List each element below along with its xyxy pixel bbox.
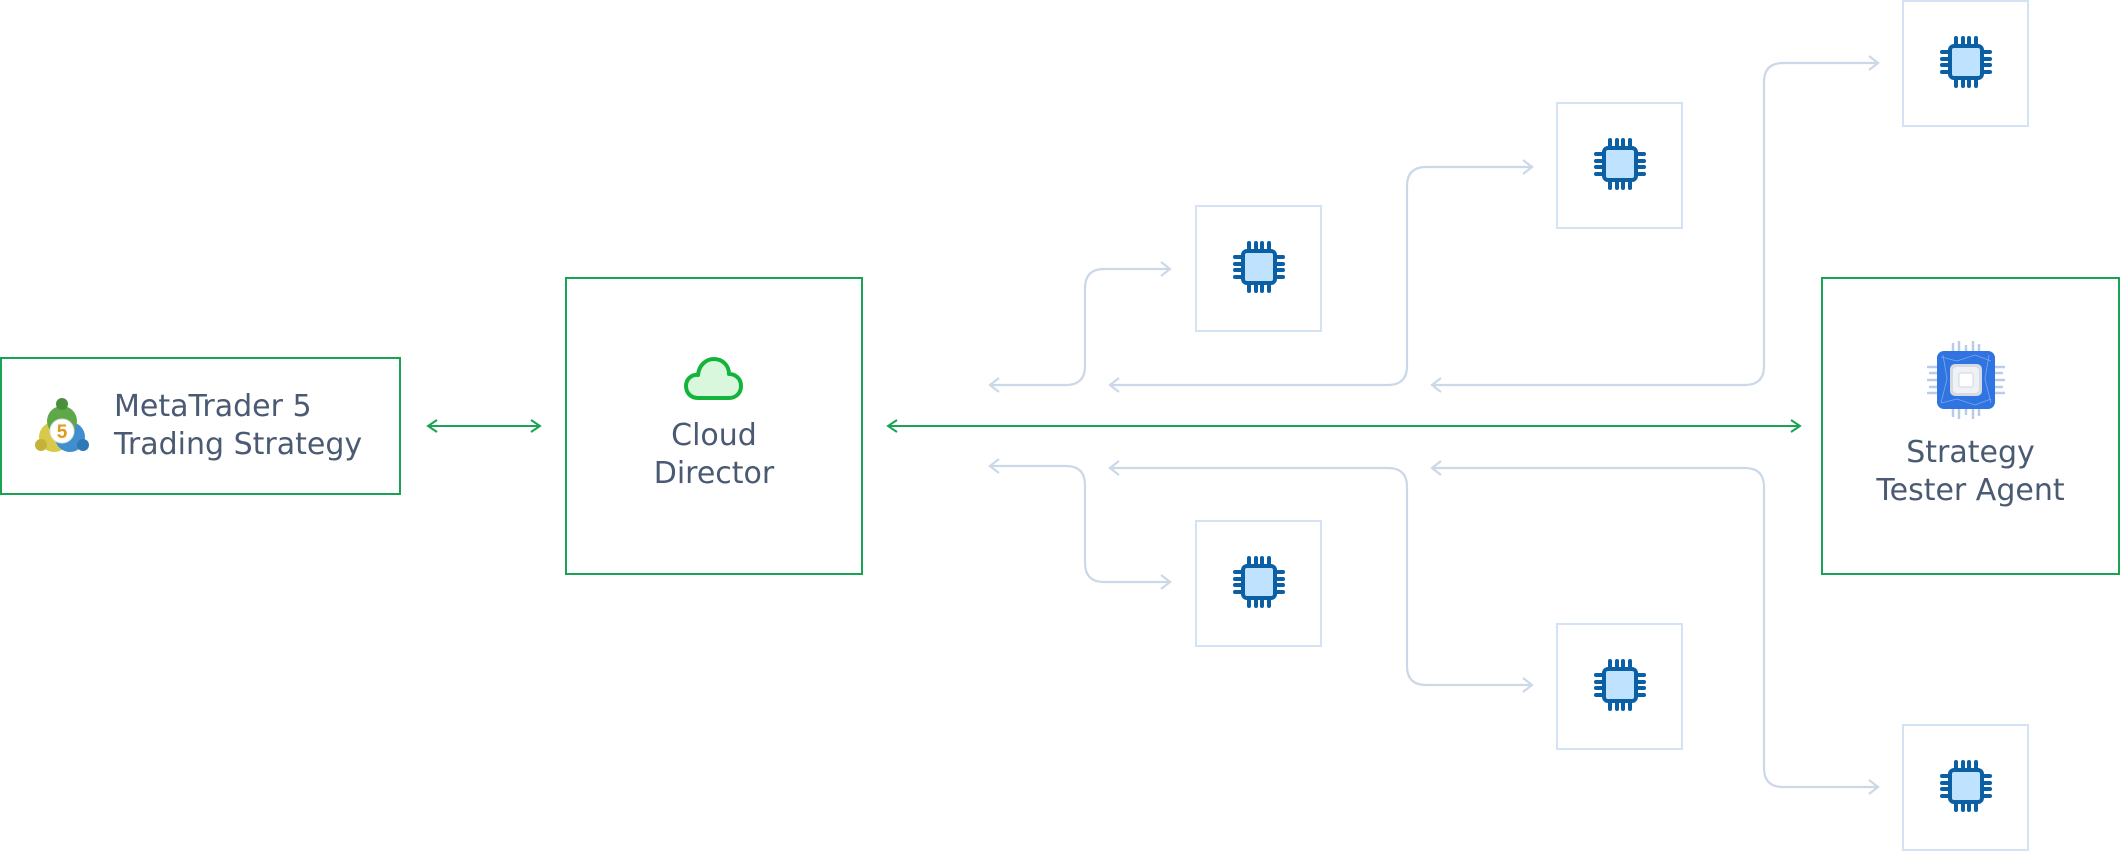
cpu-chip-icon bbox=[1592, 136, 1648, 196]
metatrader5-logo-icon: 5 bbox=[32, 397, 92, 457]
agent-subtitle: Tester Agent bbox=[1876, 473, 2065, 508]
cpu-chip-icon bbox=[1231, 239, 1287, 299]
agent-node[interactable]: Strategy Tester Agent bbox=[1821, 277, 2120, 575]
cpu-chip-icon bbox=[1938, 758, 1994, 818]
worker-node[interactable] bbox=[1902, 724, 2029, 851]
connector-worker-6-out bbox=[1430, 460, 1880, 795]
cloud-icon bbox=[684, 356, 744, 402]
cpu-chip-icon bbox=[1231, 554, 1287, 614]
director-node[interactable]: Cloud Director bbox=[565, 277, 863, 575]
worker-node[interactable] bbox=[1556, 102, 1683, 229]
agent-title: Strategy bbox=[1906, 435, 2035, 470]
worker-node[interactable] bbox=[1556, 623, 1683, 750]
source-title: MetaTrader 5 bbox=[114, 389, 312, 424]
cpu-chip-icon bbox=[1938, 34, 1994, 94]
worker-node[interactable] bbox=[1902, 0, 2029, 127]
director-subtitle: Director bbox=[653, 456, 775, 491]
svg-text:5: 5 bbox=[57, 422, 68, 443]
source-node[interactable]: 5 MetaTrader 5 Trading Strategy bbox=[0, 357, 401, 495]
connector-worker-4-out bbox=[988, 458, 1172, 590]
processor-agent-icon bbox=[1927, 341, 2005, 419]
director-title: Cloud bbox=[671, 418, 757, 453]
worker-node[interactable] bbox=[1195, 205, 1322, 332]
connector-worker-1-out bbox=[988, 261, 1172, 393]
connector-worker-2-out bbox=[1108, 159, 1534, 393]
cpu-chip-icon bbox=[1592, 657, 1648, 717]
worker-node[interactable] bbox=[1195, 520, 1322, 647]
connector-worker-3-out bbox=[1430, 55, 1880, 393]
connector-worker-5-out bbox=[1108, 460, 1534, 693]
source-subtitle: Trading Strategy bbox=[114, 427, 363, 462]
